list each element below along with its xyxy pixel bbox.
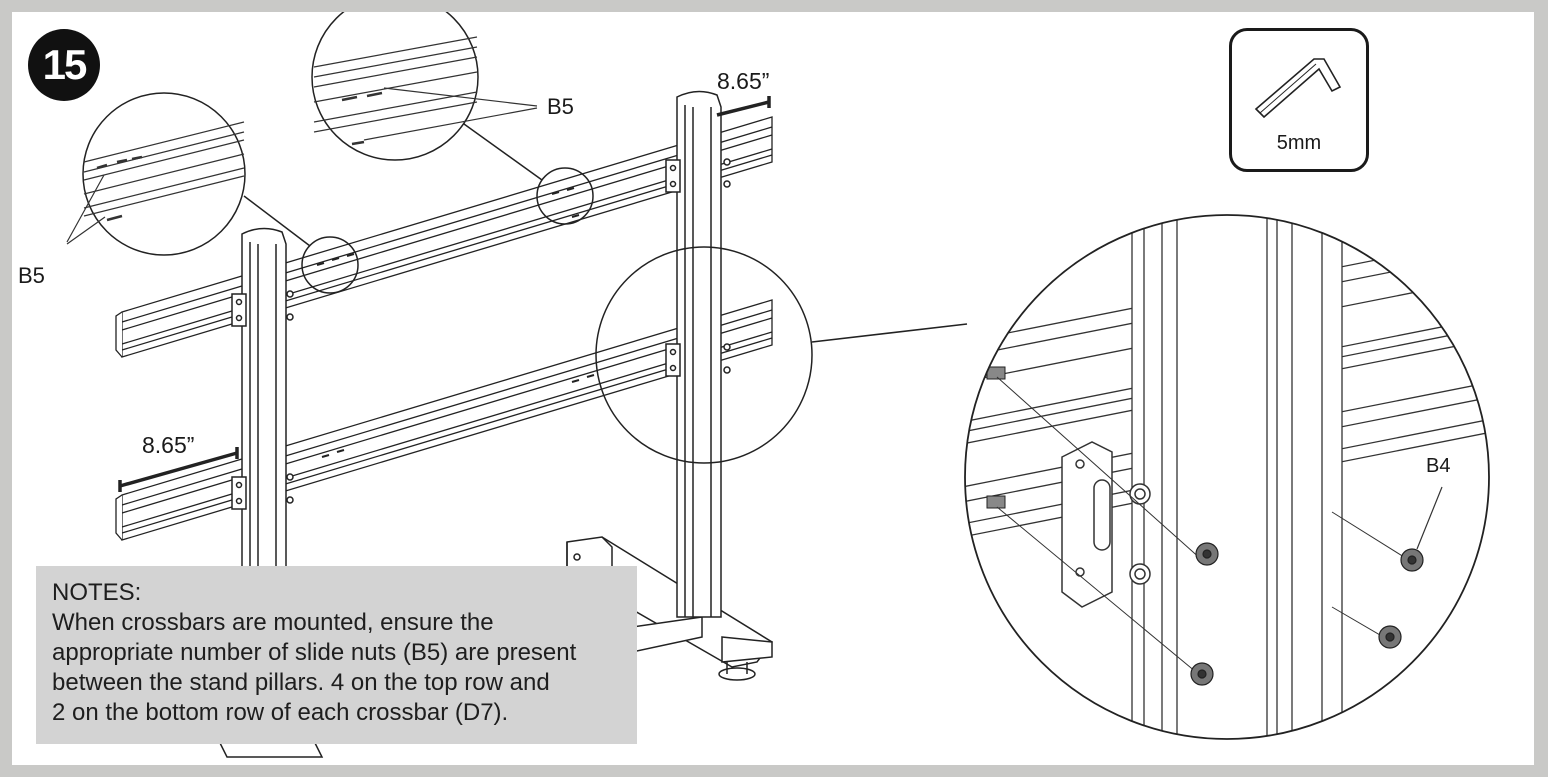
notes-line: between the stand pillars. 4 on the top …: [52, 669, 550, 696]
notes-line: 2 on the bottom row of each crossbar (D7…: [52, 699, 509, 726]
slide-nut-marks: [316, 187, 595, 458]
callout-b5-left: B5: [18, 263, 45, 288]
left-pillar: [231, 227, 294, 573]
detail-top-rail: [313, 36, 538, 146]
detail-left-rail: [66, 121, 245, 245]
instruction-canvas: 15 8.65” 8.65” B5 B5 B4 5mm NOTES: When …: [12, 12, 1534, 765]
callout-b5-top: B5: [547, 94, 574, 119]
step-number-badge: 15: [28, 29, 100, 101]
dimension-label-top: 8.65”: [717, 68, 770, 94]
notes-line: When crossbars are mounted, ensure the: [52, 609, 494, 636]
hex-key-icon: [1254, 58, 1342, 119]
dimension-bars: [118, 96, 771, 492]
notes-panel: NOTES: When crossbars are mounted, ensur…: [36, 566, 637, 744]
zoom-circle: [964, 214, 1490, 740]
zoom-slide-nuts: [986, 366, 1006, 509]
notes-heading: NOTES:: [52, 579, 142, 606]
zoom-detail: [965, 215, 1489, 739]
bottom-crossbar: [115, 299, 773, 541]
notes-line: appropriate number of slide nuts (B5) ar…: [52, 639, 577, 666]
right-pillar: [665, 90, 731, 618]
detail-circles: [82, 12, 968, 464]
zoom-bolts: [1190, 542, 1424, 686]
tool-box: 5mm: [1229, 28, 1369, 172]
tool-size-label: 5mm: [1276, 132, 1322, 154]
dimension-label-bottom: 8.65”: [142, 432, 195, 458]
assembly-illustration: [66, 12, 1490, 758]
callout-b4: B4: [1426, 455, 1451, 477]
